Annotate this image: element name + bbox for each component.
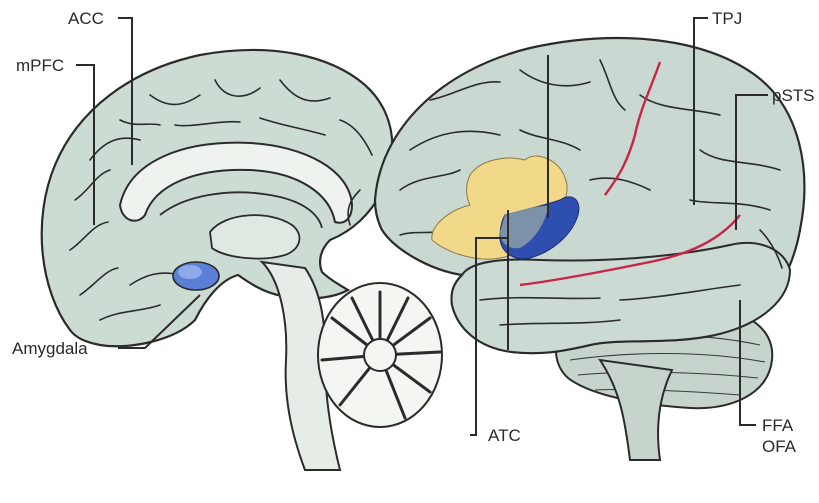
label-amygdala: Amygdala <box>12 339 88 358</box>
label-tpj: TPJ <box>712 9 742 28</box>
label-mpfc: mPFC <box>16 56 64 75</box>
label-atc: ATC <box>488 426 521 445</box>
medial-cerebellum <box>318 283 442 427</box>
label-acc: ACC <box>68 9 104 28</box>
thalamus <box>210 215 299 258</box>
label-ffa: FFA <box>762 416 794 435</box>
label-psts: pSTS <box>772 86 815 105</box>
label-ofa: OFA <box>762 437 797 456</box>
lateral-brainstem <box>600 360 672 460</box>
amygdala-highlight <box>178 265 202 279</box>
medial-brain-view <box>42 50 442 470</box>
